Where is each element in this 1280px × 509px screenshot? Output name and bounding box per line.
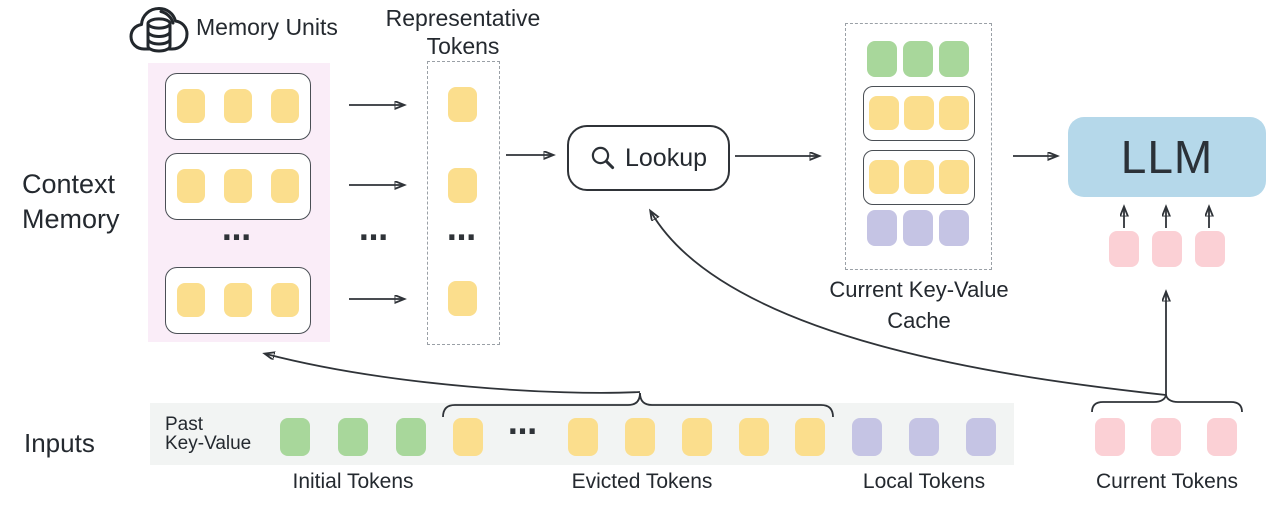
token (1095, 418, 1125, 456)
token (224, 169, 252, 203)
token (903, 41, 933, 77)
token (1207, 418, 1237, 456)
token (1152, 231, 1182, 267)
cloud-database-icon (129, 7, 189, 53)
token (939, 41, 969, 77)
cache-label-line2: Cache (887, 308, 951, 333)
token (1109, 231, 1139, 267)
memory-units-title: Memory Units (196, 14, 338, 40)
memory-unit-2 (165, 153, 311, 220)
token (867, 41, 897, 77)
brace-current-tokens (1091, 393, 1243, 413)
evicted-ellipsis: … (508, 407, 538, 441)
llm-box: LLM (1068, 117, 1266, 197)
cache-unit-2 (863, 150, 975, 205)
token (271, 169, 299, 203)
token (224, 89, 252, 123)
token (625, 418, 655, 456)
token (939, 160, 969, 194)
token (453, 418, 483, 456)
context-memory-panel: … (148, 63, 330, 342)
token (338, 418, 368, 456)
lookup-box: Lookup (567, 125, 730, 191)
current-tokens-label: Current Tokens (1095, 470, 1239, 493)
token (869, 160, 899, 194)
token (271, 283, 299, 317)
past-kv-label: Past Key-Value (165, 415, 251, 453)
memory-unit-3 (165, 267, 311, 334)
token (869, 96, 899, 130)
past-kv-line1: Past (165, 414, 204, 435)
initial-tokens-label: Initial Tokens (292, 470, 414, 493)
token (448, 281, 477, 316)
token (448, 168, 477, 203)
past-kv-line2: Key-Value (165, 433, 252, 454)
token (224, 283, 252, 317)
local-tokens-label: Local Tokens (862, 470, 986, 493)
search-icon (591, 146, 615, 170)
between-ellipsis: … (359, 213, 389, 247)
context-memory-line2: Memory (22, 204, 120, 234)
inputs-label: Inputs (24, 428, 95, 458)
token (280, 418, 310, 456)
token (396, 418, 426, 456)
token (568, 418, 598, 456)
memory-ellipsis: … (222, 213, 252, 247)
token (939, 96, 969, 130)
token (177, 169, 205, 203)
representative-title-line2: Tokens (426, 33, 500, 59)
token (271, 89, 299, 123)
token (1151, 418, 1181, 456)
token (739, 418, 769, 456)
cache-unit-1 (863, 86, 975, 141)
cache-label: Current Key-Value Cache (819, 274, 1019, 336)
representative-tokens-box (427, 61, 500, 345)
lookup-label: Lookup (624, 143, 708, 172)
representative-ellipsis: … (447, 213, 477, 247)
token (867, 210, 897, 246)
context-memory-line1: Context (22, 169, 116, 199)
token (904, 96, 934, 130)
memory-unit-1 (165, 73, 311, 140)
token (904, 160, 934, 194)
token (966, 418, 996, 456)
token (682, 418, 712, 456)
representative-tokens-title: Representative Tokens (383, 4, 543, 60)
representative-title-line1: Representative (385, 5, 541, 31)
token (909, 418, 939, 456)
token (852, 418, 882, 456)
context-memory-label: Context Memory (22, 167, 120, 237)
curve-evicted-to-memory (266, 354, 641, 394)
token (448, 87, 477, 122)
token (795, 418, 825, 456)
llm-label: LLM (1120, 131, 1214, 183)
token (903, 210, 933, 246)
evicted-tokens-label: Evicted Tokens (571, 470, 713, 493)
token (177, 89, 205, 123)
token (939, 210, 969, 246)
token (1195, 231, 1225, 267)
token (177, 283, 205, 317)
cache-label-line1: Current Key-Value (829, 277, 1009, 302)
